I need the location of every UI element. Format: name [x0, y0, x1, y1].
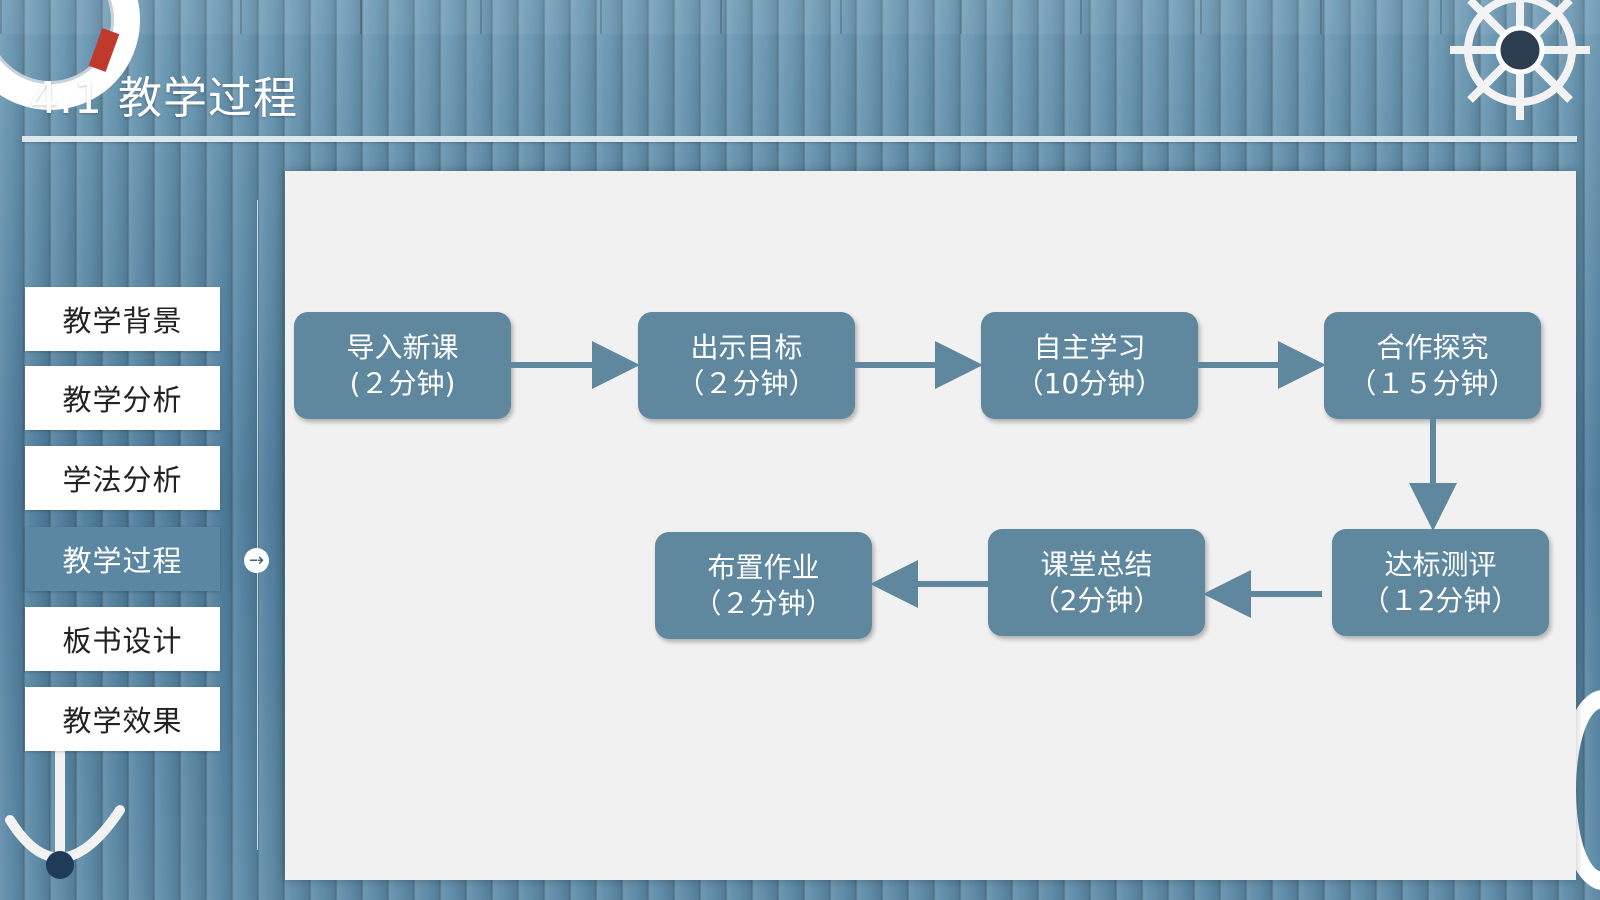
step-duration: （2分钟） [1031, 583, 1162, 617]
nav-item-label: 教学效果 [62, 704, 183, 738]
nav-item-label: 学法分析 [62, 463, 183, 497]
content-panel [285, 171, 1576, 880]
nav-item-board-design[interactable]: 板书设计 [25, 607, 220, 671]
flow-step-import-new-lesson: 导入新课 (２分钟) [294, 312, 511, 419]
nav-item-learning-method-analysis[interactable]: 学法分析 [25, 446, 220, 510]
nav-item-teaching-effect[interactable]: 教学效果 [25, 687, 220, 751]
sidebar-divider [257, 200, 258, 850]
step-duration: （２分钟） [693, 586, 834, 620]
flow-step-assign-homework: 布置作业 （２分钟） [655, 532, 872, 639]
step-title: 导入新课 [346, 330, 459, 364]
step-title: 布置作业 [707, 550, 820, 584]
step-title: 出示目标 [690, 330, 803, 364]
nav-item-label: 教学背景 [62, 304, 183, 338]
slide-title: 4.1 教学过程 [30, 73, 298, 124]
step-duration: （１2分钟） [1361, 583, 1520, 617]
arrow-right-circle-icon: → [244, 548, 269, 573]
nav-item-teaching-process[interactable]: 教学过程 [25, 527, 220, 591]
flow-step-show-objectives: 出示目标 （２分钟） [638, 312, 855, 419]
nav-item-label: 教学分析 [62, 383, 183, 417]
ship-wheel-icon [1450, 0, 1590, 120]
step-duration: （２分钟） [676, 366, 817, 400]
nav-item-label: 板书设计 [62, 624, 183, 658]
nav-item-teaching-analysis[interactable]: 教学分析 [25, 366, 220, 430]
step-duration: （10分钟） [1015, 366, 1164, 400]
title-divider [22, 136, 1577, 142]
flow-step-cooperative-inquiry: 合作探究 （１５分钟） [1324, 312, 1541, 419]
step-title: 达标测评 [1384, 547, 1497, 581]
anchor-icon [5, 750, 125, 879]
step-duration: (２分钟) [349, 366, 456, 400]
top-wood-band [0, 0, 1600, 34]
step-title: 合作探究 [1376, 330, 1489, 364]
step-duration: （１５分钟） [1348, 366, 1517, 400]
flow-step-lesson-summary: 课堂总结 （2分钟） [988, 529, 1205, 636]
step-title: 课堂总结 [1040, 547, 1153, 581]
flow-step-assessment: 达标测评 （１2分钟） [1332, 529, 1549, 636]
step-title: 自主学习 [1033, 330, 1146, 364]
flow-step-self-study: 自主学习 （10分钟） [981, 312, 1198, 419]
nav-item-label: 教学过程 [62, 544, 183, 578]
nav-item-teaching-background[interactable]: 教学背景 [25, 287, 220, 351]
